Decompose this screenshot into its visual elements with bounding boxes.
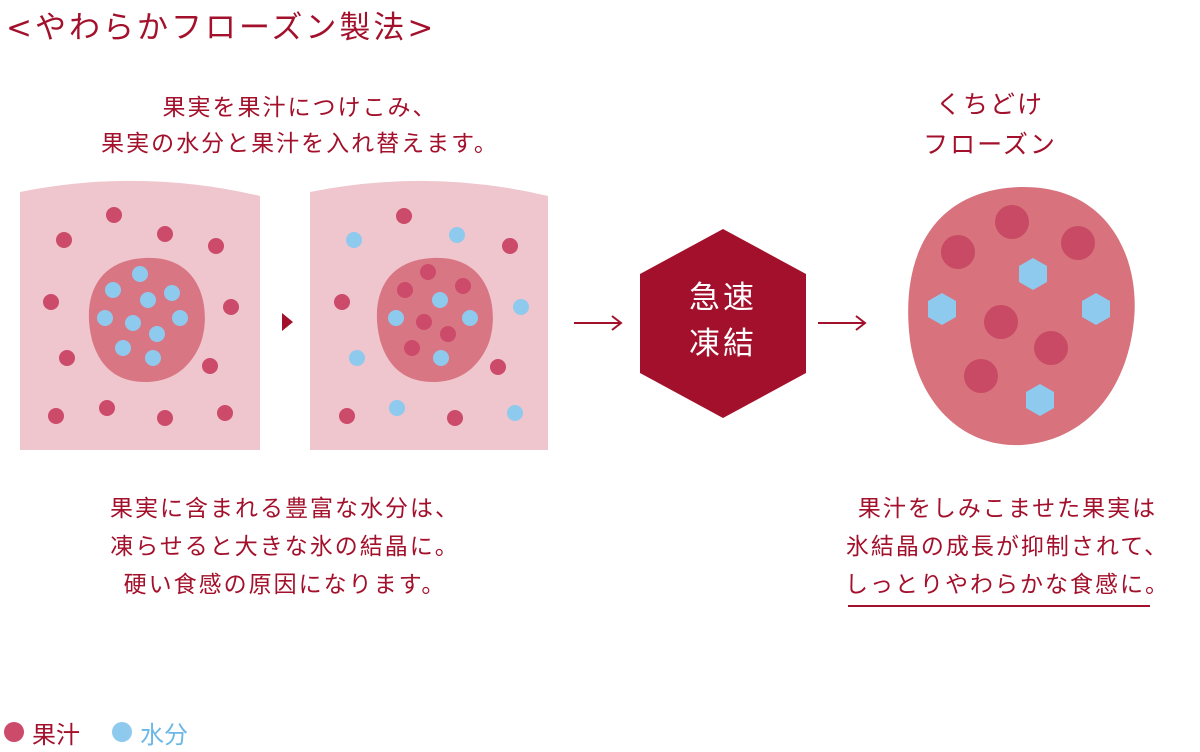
- juice-droplets: [43, 207, 239, 426]
- bottom-left-caption-line: 凍らせると大きな氷の結晶に。: [110, 534, 460, 560]
- fruit-panel-before: [20, 180, 260, 450]
- ice-crystals: [928, 258, 1110, 416]
- bottom-left-caption-line: 果実に含まれる豊富な水分は、: [110, 496, 460, 522]
- water-dot-icon: [112, 722, 132, 742]
- bottom-right-caption: 果汁をしみこませた果実は 氷結晶の成長が抑制されて、 しっとりやわらかな食感に。: [815, 490, 1200, 604]
- arrow-right-icon: [574, 315, 623, 331]
- legend-label: 果汁: [32, 720, 80, 749]
- water-droplets: [346, 227, 529, 421]
- frozen-fruit: [908, 186, 1135, 446]
- bottom-right-caption-line: 果汁をしみこませた果実は: [857, 496, 1158, 522]
- top-right-caption: くちどけ フローズン: [880, 85, 1100, 165]
- bottom-left-caption: 果実に含まれる豊富な水分は、 凍らせると大きな氷の結晶に。 硬い食感の原因になり…: [30, 490, 540, 604]
- top-right-caption-line: フローズン: [923, 130, 1057, 159]
- arrow-right-icon: [818, 315, 867, 331]
- hexagon-label-line: 急速: [689, 280, 757, 316]
- legend: 果汁 水分: [4, 712, 220, 752]
- small-triangle-arrow: [282, 313, 293, 331]
- juice-droplets: [941, 205, 1095, 393]
- legend-item-juice: 果汁: [4, 715, 80, 750]
- bottom-left-caption-line: 硬い食感の原因になります。: [123, 572, 447, 598]
- hexagon-badge: [640, 229, 806, 418]
- legend-item-water: 水分: [112, 715, 188, 750]
- top-left-caption-line: 果実を果汁につけこみ、: [162, 95, 438, 121]
- bottom-right-caption-line: 氷結晶の成長が抑制されて、: [845, 534, 1170, 560]
- top-left-caption: 果実を果汁につけこみ、 果実の水分と果汁を入れ替えます。: [20, 90, 580, 162]
- legend-label: 水分: [140, 720, 188, 749]
- top-right-caption-line: くちどけ: [935, 90, 1044, 119]
- hexagon-label: 急速 凍結: [640, 275, 806, 367]
- fruit-panel-soaked: [310, 180, 548, 450]
- juice-droplets: [334, 208, 518, 426]
- page-title: <やわらかフローズン製法>: [6, 10, 437, 46]
- water-droplets: [97, 266, 188, 366]
- hexagon-label-line: 凍結: [689, 326, 757, 362]
- top-left-caption-line: 果実の水分と果汁を入れ替えます。: [101, 131, 499, 157]
- bottom-right-caption-line: しっとりやわらかな食感に。: [845, 572, 1170, 598]
- emphasis-underline: [848, 605, 1150, 607]
- juice-dot-icon: [4, 722, 24, 742]
